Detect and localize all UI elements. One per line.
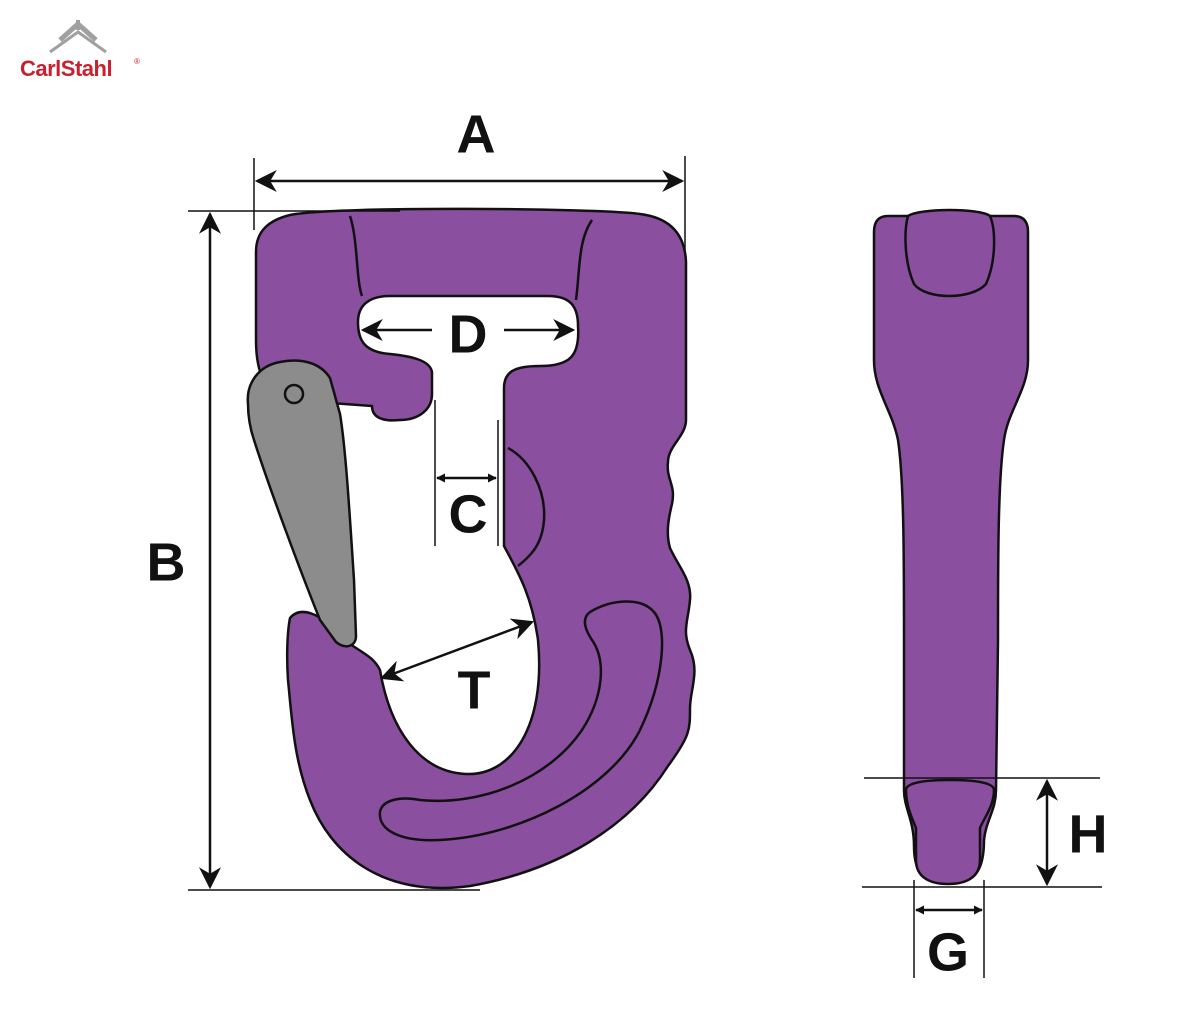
side-top-cap <box>904 208 996 298</box>
latch-body <box>246 359 358 648</box>
dimension-g: G <box>913 880 985 982</box>
dim-d-label: D <box>449 304 488 364</box>
dimension-t: T <box>379 618 535 720</box>
dimension-d: D <box>360 304 576 364</box>
logo-registered-mark: ® <box>134 57 140 66</box>
side-bottom-joint <box>904 778 996 886</box>
hook-bottom-groove <box>378 600 664 842</box>
dim-g-label: G <box>927 922 969 982</box>
hook-body <box>254 207 696 890</box>
latch <box>246 359 358 648</box>
dim-b-label: B <box>147 532 186 592</box>
hook-front-view <box>246 207 696 890</box>
dim-t-label: T <box>458 660 491 720</box>
hook-side-view <box>872 208 1030 886</box>
dim-t-arrow <box>379 618 535 682</box>
dimension-b: B <box>147 210 480 891</box>
dimension-a: A <box>253 104 686 250</box>
dim-a-label: A <box>457 104 496 164</box>
dimension-h: H <box>862 777 1108 888</box>
brand-logo: CarlStahl ® <box>20 20 140 81</box>
hook-top-groove-right <box>574 219 594 301</box>
latch-pivot-icon <box>283 383 305 405</box>
dim-h-label: H <box>1069 804 1108 864</box>
logo-text: CarlStahl <box>20 56 112 81</box>
hook-top-groove-left <box>348 215 364 297</box>
hook-side-contour <box>507 446 546 567</box>
dimension-c: C <box>434 400 499 546</box>
logo-hook-icon <box>49 20 107 54</box>
dim-c-label: C <box>449 484 488 544</box>
